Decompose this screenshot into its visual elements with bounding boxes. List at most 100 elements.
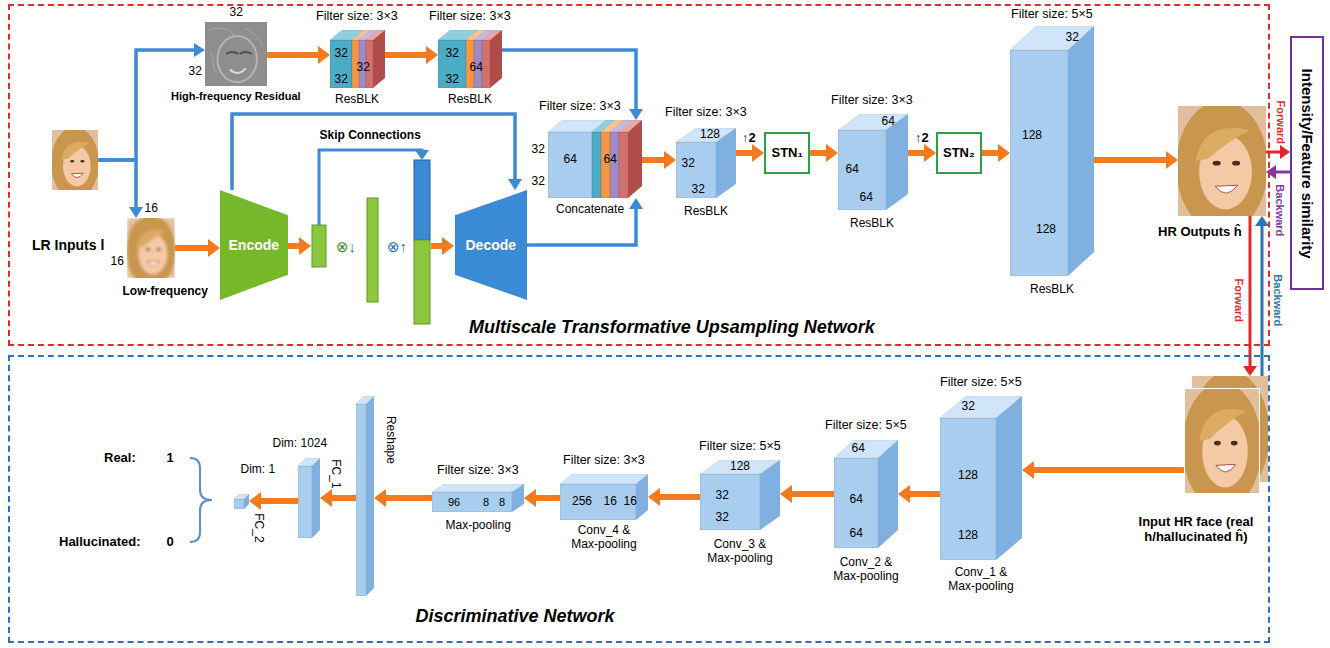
connector [736, 144, 764, 162]
feature-bar [414, 240, 430, 324]
node-illustration [234, 494, 249, 509]
dimension-number: 128 [730, 460, 750, 474]
brace [190, 458, 212, 542]
resblock: Filter size: 3×3646464ResBLK [838, 114, 908, 210]
cuboid-front [676, 142, 716, 198]
dimension-number: 16 [111, 255, 124, 269]
dimension-number: 64 [604, 153, 617, 167]
edge-label: Backward [1274, 183, 1287, 237]
dimension-number: 32 [335, 47, 348, 61]
block-label: STN₁ [772, 146, 803, 161]
cuboid-side [244, 494, 249, 509]
face-picture [1178, 106, 1266, 216]
dimension-label: Dim: 1 [241, 463, 276, 477]
conv-block: Filter size: 5×5646464Conv_2 & Max-pooli… [834, 440, 898, 548]
mouth [71, 173, 83, 177]
trapezoid [455, 190, 527, 300]
cuboid-front [330, 40, 352, 88]
arrow-head [998, 144, 1010, 162]
trapezoid [220, 190, 288, 300]
hair [52, 130, 98, 190]
cuboid-side [628, 120, 642, 198]
eye [157, 248, 161, 251]
eye [70, 160, 74, 163]
fringe [1199, 409, 1246, 441]
cuboid-side [366, 396, 374, 596]
layer-name: Reshape [383, 416, 397, 464]
dimension-number: 16 [604, 495, 617, 509]
cuboid-top [560, 474, 648, 484]
dimension-number: 32 [962, 400, 975, 414]
conv-block: Filter size: 5×51283232Conv_3 & Max-pool… [700, 460, 780, 530]
dimension-number: 32 [230, 6, 243, 20]
dimension-number: 8 [499, 496, 505, 509]
dimension-number: 8 [483, 496, 489, 509]
connector-line [331, 495, 356, 501]
connector-line [385, 52, 427, 58]
connector [642, 151, 676, 169]
cuboid-top [432, 484, 524, 492]
dimension-number: 32 [532, 143, 545, 157]
class-label: Real: [104, 451, 136, 466]
connector [527, 198, 643, 245]
cuboid-front [548, 132, 592, 198]
arrow-head [299, 237, 311, 255]
eye [80, 160, 84, 163]
dimension-number: 32 [357, 61, 370, 75]
connector [374, 489, 432, 507]
filter-size-label: Filter size: 3×3 [831, 93, 913, 107]
arrow-head [415, 150, 429, 160]
mouth [1216, 464, 1236, 472]
node-illustration [1184, 376, 1268, 494]
mouth-edge [230, 68, 246, 73]
node-illustration [298, 458, 320, 538]
dimension-number: 96 [448, 496, 460, 509]
arrow-head [508, 179, 522, 190]
fringe [61, 142, 89, 160]
layer-name: ResBLK [1030, 283, 1074, 297]
hair [127, 218, 175, 278]
network-region: Multiscale Transformative Upsampling Net… [8, 4, 1270, 346]
connector-line [385, 495, 432, 501]
resblock: Filter size: 3×3326432ResBLK [438, 30, 502, 88]
arrow-head [320, 489, 332, 507]
hair-edge [209, 28, 263, 72]
connector [502, 50, 643, 120]
mouth [1215, 185, 1238, 193]
cuboid-front [234, 499, 244, 509]
skip-line [319, 150, 422, 225]
dimension-number: 128 [958, 469, 978, 483]
connector-line [982, 150, 999, 156]
arrow-head [826, 144, 838, 162]
cuboid-front [560, 484, 636, 520]
image-caption: LR Inputs l [32, 237, 104, 253]
arrow-head [1266, 165, 1276, 179]
cuboid-front [940, 418, 996, 560]
node-illustration [356, 396, 374, 596]
cuboid-front [482, 40, 490, 88]
dimension-number: 64 [882, 115, 895, 129]
connector-line [267, 52, 319, 58]
region-title: Discriminative Network [416, 606, 615, 627]
layer-name: FC_2 [250, 513, 264, 542]
layer-name: Conv_2 & Max-pooling [829, 556, 903, 584]
decoder-block: Decode [455, 190, 527, 300]
cuboid-front [592, 132, 601, 198]
dimension-number: 32 [335, 73, 348, 87]
connector [780, 485, 834, 503]
dimension-number: 32 [446, 73, 459, 87]
block-label: STN₂ [943, 146, 975, 161]
filter-size-label: Filter size: 5×5 [699, 439, 781, 453]
edge-label: Forward [1274, 99, 1287, 144]
connector-line [1094, 157, 1167, 163]
connector-line [810, 150, 827, 156]
flow-arrow [288, 243, 300, 249]
picture-edge [1185, 389, 1260, 494]
reshape-bar: Reshape [356, 396, 374, 596]
dimension-number: 128 [1036, 223, 1056, 237]
residual-ground [205, 22, 267, 86]
dimension-number: 32 [1066, 31, 1079, 45]
connector-line [1266, 151, 1281, 154]
node-illustration [52, 130, 98, 190]
